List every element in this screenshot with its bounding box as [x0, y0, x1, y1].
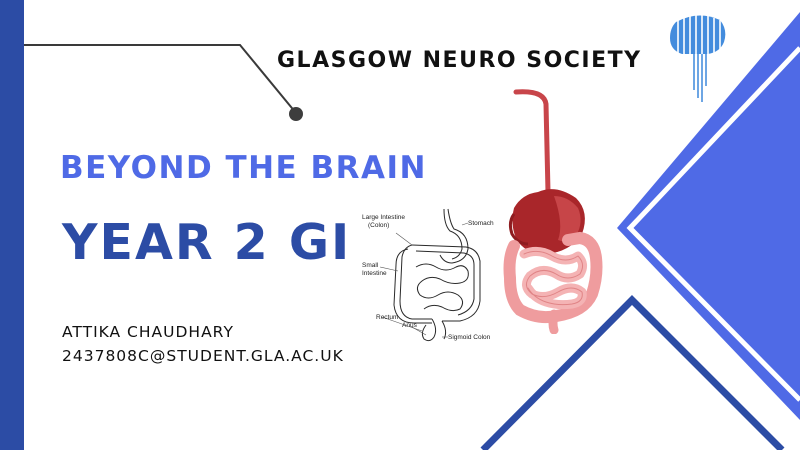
label-colon: (Colon): [368, 222, 389, 229]
label-intestine: Intestine: [362, 270, 387, 277]
label-anus: Anus: [402, 322, 418, 329]
author-name: ATTIKA CHAUDHARY: [62, 323, 234, 341]
brain-logo-icon: [670, 14, 726, 102]
society-name: GLASGOW NEURO SOCIETY: [277, 48, 642, 73]
digestive-organs-illustration: [503, 89, 603, 334]
connector-line: [24, 44, 297, 114]
blue-triangle: [617, 12, 800, 420]
navy-triangle-outline: [480, 295, 785, 450]
label-stomach: Stomach: [468, 220, 494, 227]
label-large-intestine: Large Intestine: [362, 214, 405, 221]
white-chevron-outline: [626, 46, 800, 402]
author-block: ATTIKA CHAUDHARY 2437808C@STUDENT.GLA.AC…: [62, 320, 344, 368]
page-title: YEAR 2 GI: [62, 214, 352, 271]
label-sigmoid-colon: Sigmoid Colon: [448, 334, 491, 341]
connector-dot: [289, 107, 303, 121]
subtitle: BEYOND THE BRAIN: [60, 150, 427, 186]
label-small: Small: [362, 262, 379, 269]
label-rectum: Rectum: [376, 314, 398, 321]
author-email: 2437808C@STUDENT.GLA.AC.UK: [62, 347, 344, 365]
digestive-line-diagram: Large Intestine (Colon) Stomach Small In…: [362, 208, 494, 342]
left-accent-bar: [0, 0, 24, 450]
